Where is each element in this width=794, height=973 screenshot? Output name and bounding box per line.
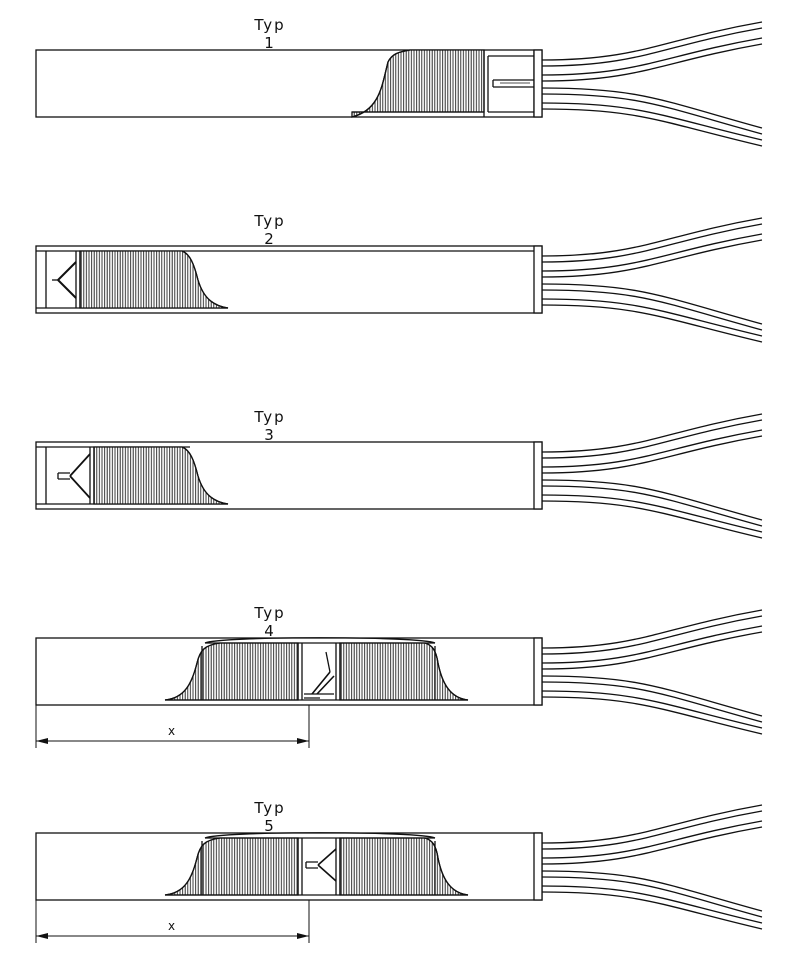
figure-title: Typ 3: [254, 408, 286, 444]
dimension-label: x: [168, 919, 176, 933]
heater-drawing: [35, 217, 763, 343]
heater-figure-typ-2: Typ 2: [0, 196, 794, 386]
figure-title: Typ 5: [254, 799, 286, 835]
dimension-label: x: [168, 724, 176, 738]
heater-figure-typ-3: Typ 3: [0, 392, 794, 582]
heater-drawing: [35, 609, 763, 748]
heater-figure-typ-1: Typ 1: [0, 0, 794, 190]
figure-title: Typ 1: [254, 16, 286, 52]
heater-drawing: [35, 21, 763, 147]
heater-figure-typ-4: Typ 4 x: [0, 588, 794, 778]
heater-drawing: [35, 413, 763, 539]
heater-drawing: [35, 804, 763, 943]
heater-figure-typ-5: Typ 5 x: [0, 783, 794, 973]
figure-title: Typ 4: [254, 604, 286, 640]
figure-title: Typ 2: [254, 212, 286, 248]
